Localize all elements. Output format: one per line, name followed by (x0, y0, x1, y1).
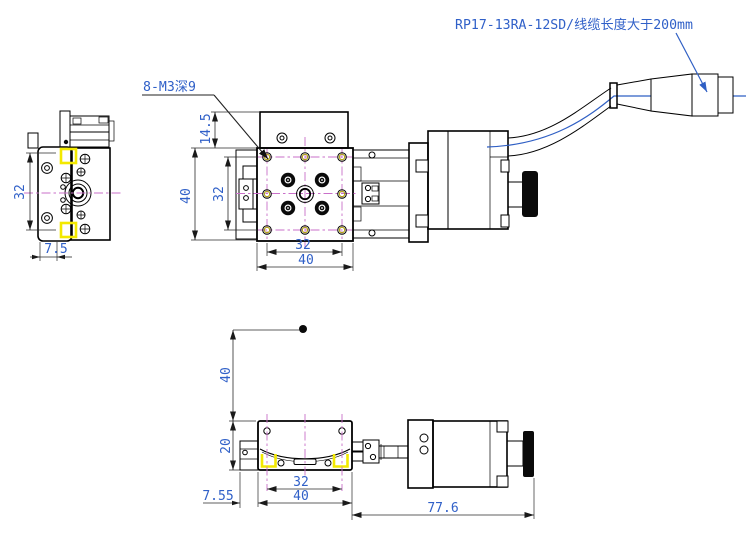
cable-ferrule (609, 82, 618, 109)
motor-flange-front (407, 419, 434, 489)
dim-text: 7.5 (44, 242, 67, 257)
adjust-knob-front (523, 431, 534, 477)
front-dim-side-offset: 7.55 (202, 472, 241, 508)
front-centerlines (266, 414, 343, 491)
dim-text: 32 (295, 238, 311, 253)
plan-center-bore (296, 185, 314, 203)
side-bracket-lower (69, 131, 110, 148)
motor-shaft-front (506, 440, 524, 467)
dim-text: 40 (219, 367, 234, 383)
dim-text: 20 (219, 438, 234, 454)
dim-text: 40 (179, 188, 194, 204)
side-base-block (70, 147, 111, 241)
plan-base-plate (259, 111, 349, 149)
front-right-linkage (351, 439, 408, 464)
cable-label: RP17-13RA-12SD/线缆长度大于200mm (455, 17, 693, 33)
front-sensor-block (362, 439, 380, 464)
plan-dim-hole-span-h: 32 (266, 238, 343, 256)
front-left-bracket (239, 440, 259, 471)
plan-m3-holes (262, 152, 347, 235)
limit-switch-highlight-bottom (59, 221, 78, 239)
adjust-knob (522, 171, 538, 217)
foot-highlight-left (260, 454, 277, 468)
dim-text: 40 (293, 489, 309, 504)
cable-outline-top (507, 87, 612, 139)
limit-switch-highlight-top (59, 147, 78, 165)
plan-dim-base-offset: 14.5 (199, 111, 259, 148)
front-dim-body-height: 20 (219, 420, 256, 471)
dim-text: 32 (293, 475, 309, 490)
thread-label: 8-M3深9 (143, 79, 196, 95)
plan-view: RP17-13RA-12SD/线缆长度大于200mm 8-M3深9 14.5 4… (142, 17, 746, 271)
plan-motor (408, 130, 538, 243)
dim-text: 40 (298, 253, 314, 268)
side-dim-height: 32 (13, 152, 56, 231)
travel-reference-dot (299, 325, 307, 333)
front-dim-hole-span: 32 (267, 475, 342, 492)
motor-body-front (432, 420, 508, 488)
side-moving-plate (37, 146, 73, 242)
connector (650, 73, 734, 117)
side-view: 32 7.5 (13, 110, 122, 261)
dim-text: 7.55 (202, 489, 233, 504)
dim-text: 32 (13, 184, 28, 200)
front-dim-travel: 40 (219, 330, 236, 421)
side-view-body (27, 110, 115, 242)
cable-annotation: RP17-13RA-12SD/线缆长度大于200mm (455, 17, 708, 93)
side-dim-offset: 7.5 (30, 242, 72, 261)
plan-left-rail (235, 149, 258, 240)
motor-body (427, 130, 509, 230)
cable-assembly (486, 73, 746, 157)
dim-text: 77.6 (427, 501, 458, 516)
plan-dim-hole-span-v: 32 (212, 156, 257, 231)
thread-annotation: 8-M3深9 (142, 79, 269, 160)
motor-shaft (507, 181, 524, 208)
phillips-screws (60, 153, 91, 235)
foot-highlight-right (332, 454, 349, 468)
plan-sensor-block (361, 182, 380, 205)
plan-right-section (352, 149, 410, 239)
thread-leader-arrow (213, 94, 269, 160)
dim-text: 32 (212, 186, 227, 202)
front-motor (407, 419, 534, 489)
front-view: 40 20 (202, 325, 535, 520)
side-step (27, 132, 39, 149)
plan-dim-plate-width: 40 (256, 243, 354, 271)
cable-leader-arrow (675, 32, 708, 93)
side-pin-dot (63, 139, 69, 145)
cable-outline-bottom (507, 105, 612, 157)
plan-counterbore-screws (280, 172, 330, 216)
side-screws (41, 153, 91, 235)
dim-text: 14.5 (199, 113, 214, 144)
side-limit-highlights (59, 147, 78, 239)
plan-dim-plate-height: 40 (179, 147, 256, 241)
front-dim-motor-length: 77.6 (352, 478, 535, 519)
